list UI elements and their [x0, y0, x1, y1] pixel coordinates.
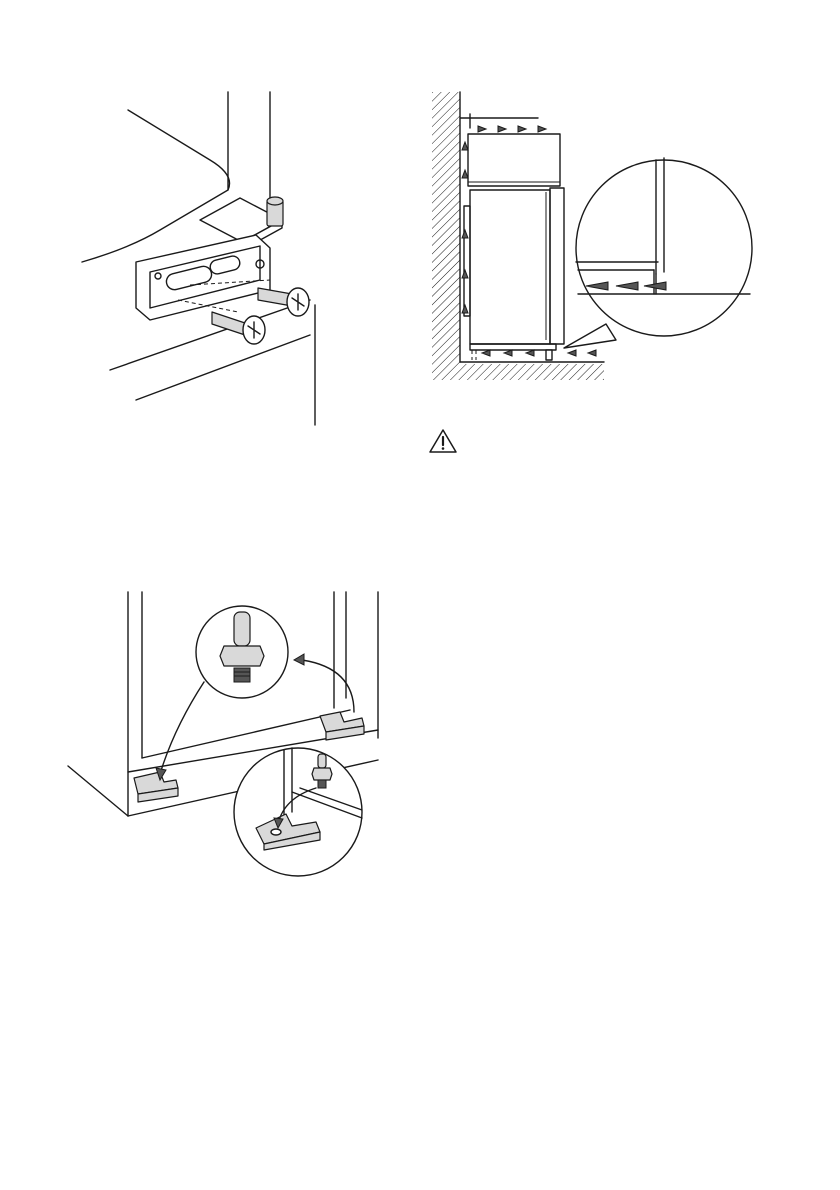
floor-bracket-illustration	[64, 588, 384, 878]
warning-triangle-icon	[428, 428, 458, 454]
ventilation-figure	[428, 88, 764, 384]
floor-bracket-figure	[64, 588, 384, 878]
ventilation-airflow-illustration	[428, 88, 764, 384]
hinge-bracket-illustration	[70, 80, 330, 430]
hinge-bracket-figure	[70, 80, 330, 430]
warning-notice	[428, 428, 458, 454]
